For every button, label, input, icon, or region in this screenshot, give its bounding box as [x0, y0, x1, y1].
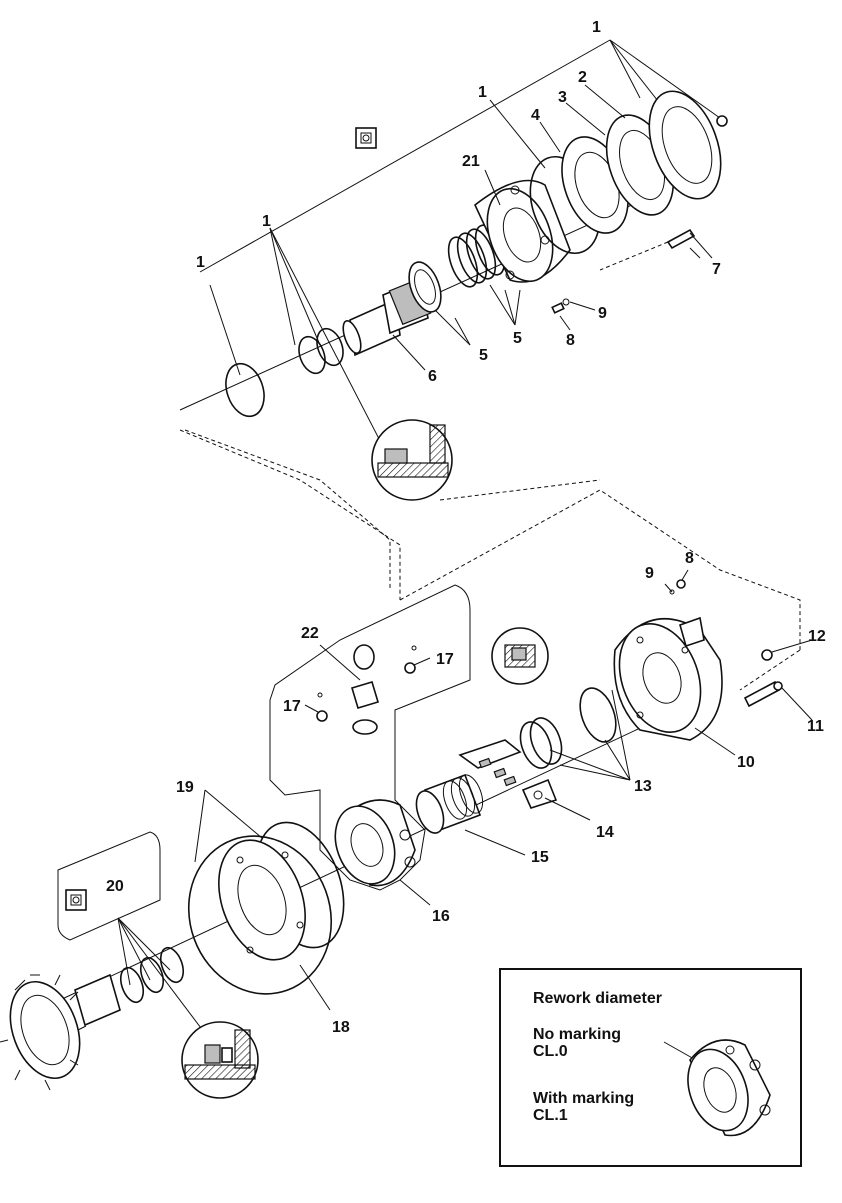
bolt-part-7 [599, 228, 713, 271]
callout-19: 19 [176, 779, 194, 796]
axis-line-upper [179, 164, 721, 411]
callout-leaders [299, 84, 813, 1011]
callout-5-right: 5 [513, 330, 522, 347]
upper-assembly [179, 39, 728, 590]
gear-part-5-left [408, 261, 442, 313]
screw-part-12 [761, 649, 773, 661]
nut-icon [716, 115, 728, 127]
callout-16: 16 [432, 908, 450, 925]
detail-circle-lower [181, 1021, 259, 1099]
callout-13: 13 [634, 778, 652, 795]
callout-2: 2 [578, 69, 587, 86]
dashed-link-lower [179, 429, 801, 691]
kit-box-icon-20 [65, 889, 87, 911]
callout-12: 12 [808, 628, 826, 645]
callout-11: 11 [807, 718, 824, 735]
callout-3: 3 [558, 89, 567, 106]
callout-9-lower: 9 [645, 565, 654, 582]
plate-part-18 [218, 839, 306, 961]
screw-part-8-lower [669, 579, 686, 595]
callout-1-top: 1 [592, 19, 601, 36]
piston-part-15 [415, 773, 484, 834]
callout-8-lower: 8 [685, 550, 694, 567]
no-marking-label: No marking [533, 1026, 622, 1043]
inset-title: Rework diameter [533, 990, 662, 1007]
callout-14: 14 [596, 824, 614, 841]
cl0-label: CL.0 [533, 1043, 568, 1060]
leader-20d [117, 917, 211, 1041]
callout-1-far-left: 1 [196, 254, 205, 271]
callout-1-left: 1 [262, 213, 271, 230]
gear-shaft [0, 973, 121, 1091]
housing-part-10 [613, 616, 723, 741]
with-marking-label: With marking [533, 1090, 635, 1107]
callout-8-upper: 8 [566, 332, 575, 349]
callout-4: 4 [531, 107, 540, 124]
dashed-link-upper [184, 429, 601, 590]
kit-22-parts [316, 644, 417, 735]
screw-part-8 [551, 298, 570, 314]
leader-19b [194, 789, 206, 863]
callout-21: 21 [462, 153, 480, 170]
o-ring-part-19 [187, 835, 333, 995]
callout-5-left: 5 [479, 347, 488, 364]
plate-part-14 [458, 739, 558, 809]
callout-18: 18 [332, 1019, 350, 1036]
leader-20b [117, 917, 151, 981]
o-ring-large [225, 362, 265, 418]
bolt-part-11 [743, 680, 783, 708]
callout-20: 20 [106, 878, 124, 895]
callout-6: 6 [428, 368, 437, 385]
spring-pack-5 [447, 224, 506, 288]
callout-7: 7 [712, 261, 721, 278]
callout-10: 10 [737, 754, 755, 771]
leader-20a [117, 917, 131, 986]
seal-rings [298, 327, 344, 375]
kit-outline-20 [57, 831, 161, 941]
kit-box-icon [355, 127, 377, 149]
seal-rings-lower [119, 946, 185, 1004]
callout-9-upper: 9 [598, 305, 607, 322]
callout-17-left: 17 [283, 698, 301, 715]
rework-diameter-inset [499, 968, 802, 1167]
callout-1-mid: 1 [478, 84, 487, 101]
wheel-part-16 [334, 799, 416, 887]
callout-numbers: 1 1 1 1 2 3 4 21 7 9 8 5 5 6 8 9 12 11 1… [106, 19, 826, 1036]
cl1-label: CL.1 [533, 1107, 568, 1124]
detail-circle-13 [491, 627, 549, 685]
kit-bracket-lines [199, 39, 721, 461]
lower-assembly [0, 429, 801, 1099]
hub-part-21 [474, 179, 571, 283]
detail-circle-upper [371, 419, 453, 501]
callout-15: 15 [531, 849, 549, 866]
seals-part-13 [519, 687, 617, 769]
callout-22: 22 [301, 625, 319, 642]
callout-17-right: 17 [436, 651, 454, 668]
leader-19a [204, 789, 263, 839]
cover-plate [648, 90, 722, 200]
inset-wheel-graphic [663, 1039, 771, 1137]
